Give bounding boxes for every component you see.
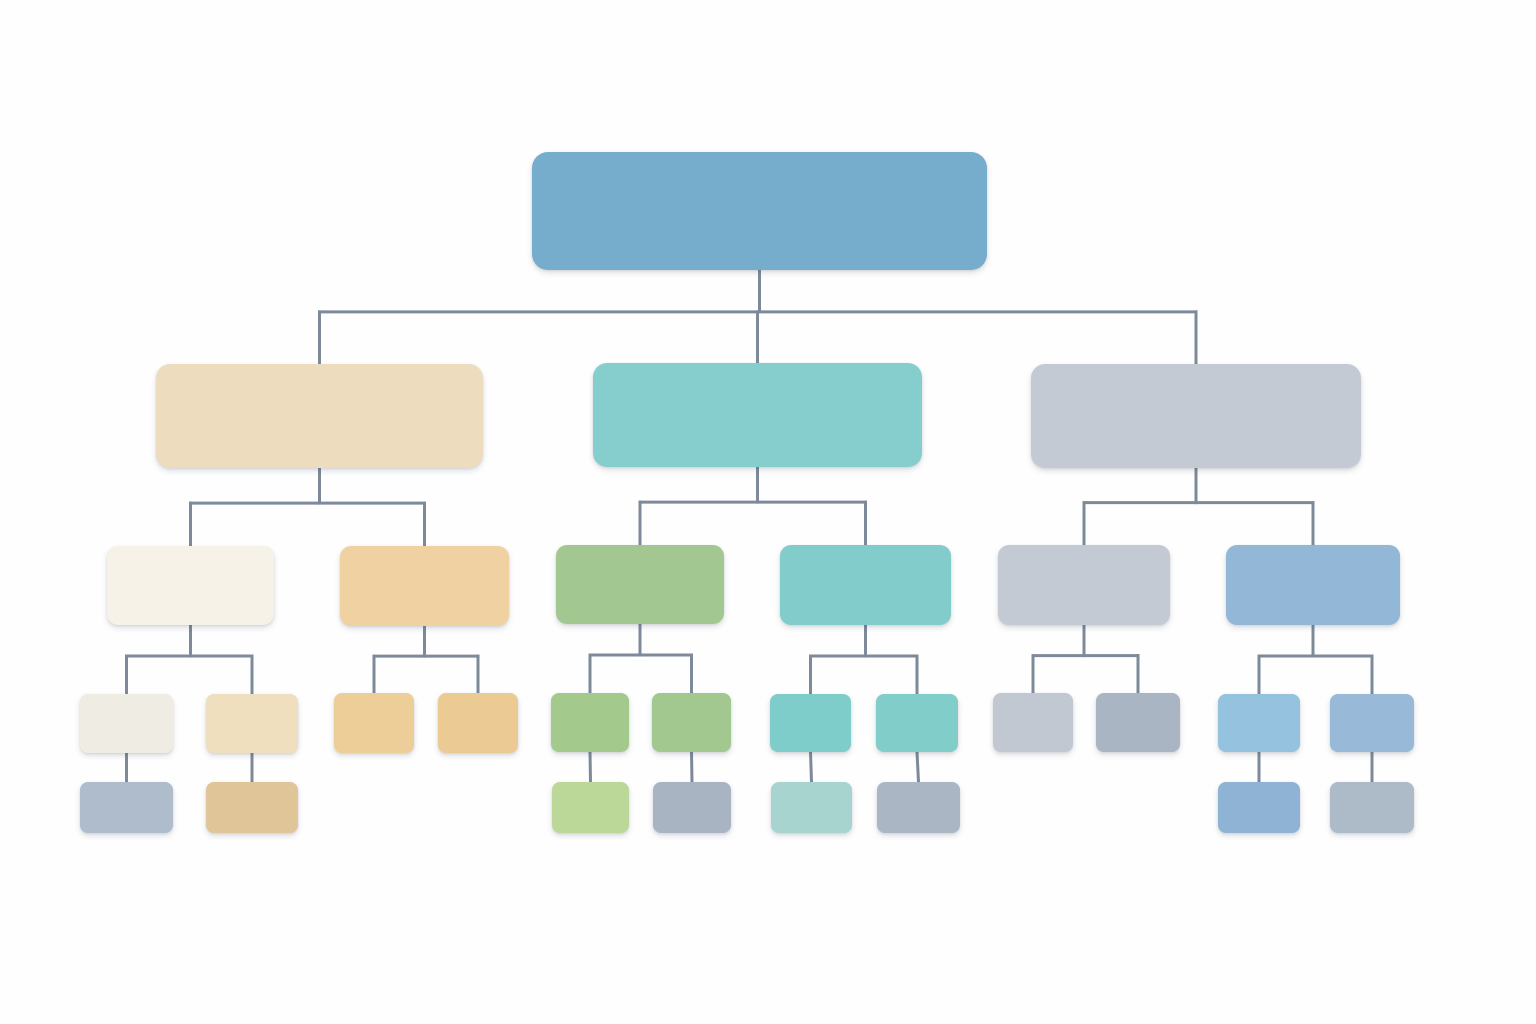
connector-b2a1 (588, 750, 593, 784)
chart-node-b3b2x (1330, 782, 1414, 833)
chart-node-b2b (780, 545, 951, 625)
chart-node-b2b2 (876, 694, 958, 752)
chart-node-root (532, 152, 987, 270)
chart-node-b1b2 (438, 693, 518, 753)
chart-node-b3 (1031, 364, 1361, 468)
connector-b2b2 (915, 750, 921, 784)
chart-node-b2b1x (771, 782, 852, 833)
connector-b2a2 (689, 750, 694, 784)
chart-node-b2 (593, 363, 922, 467)
chart-node-b2a (556, 545, 724, 624)
chart-node-b3a1 (993, 693, 1073, 752)
chart-node-b2b1 (770, 694, 851, 752)
chart-node-b3b (1226, 545, 1400, 625)
chart-node-b1a1x (80, 782, 173, 833)
chart-node-b3b2 (1330, 694, 1414, 752)
chart-node-b1a2 (206, 694, 298, 753)
chart-node-b1a (107, 546, 274, 625)
chart-node-b3a (998, 545, 1170, 625)
chart-node-b2a2 (652, 693, 731, 752)
chart-node-b2a2x (653, 782, 731, 833)
chart-node-b2b2x (877, 782, 960, 833)
chart-node-b1b (340, 546, 509, 626)
chart-node-b2a1 (551, 693, 629, 752)
chart-node-b3b1x (1218, 782, 1300, 833)
chart-node-b3a2 (1096, 693, 1180, 752)
chart-node-b1b1 (334, 693, 414, 753)
chart-node-b3b1 (1218, 694, 1300, 752)
chart-node-b1a1 (80, 694, 173, 753)
chart-node-b1 (156, 364, 483, 468)
chart-node-b1a2x (206, 782, 298, 833)
connector-b2b1 (808, 750, 814, 784)
chart-node-b2a1x (552, 782, 629, 833)
